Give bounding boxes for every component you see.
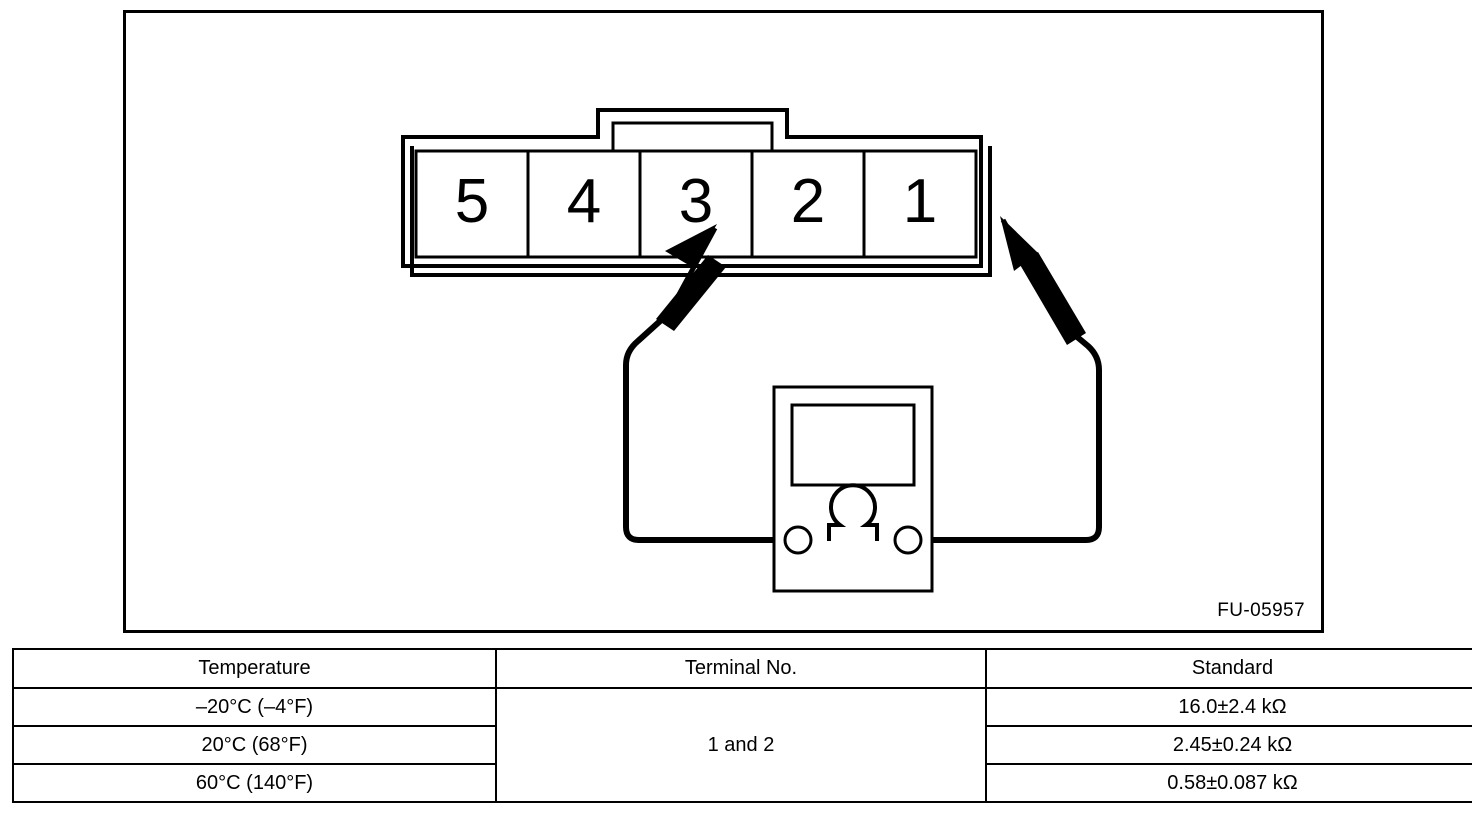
header-temperature: Temperature xyxy=(12,648,497,689)
inspection-diagram xyxy=(401,108,1102,593)
probe-right-body xyxy=(1019,252,1086,345)
terminal-number-3: 3 xyxy=(678,167,714,236)
cell-temperature: 20°C (68°F) xyxy=(12,725,497,765)
probe-right xyxy=(1000,216,1086,345)
cell-standard: 0.58±0.087 kΩ xyxy=(985,763,1472,803)
connector-lock-tab xyxy=(611,121,774,153)
table-row: 20°C (68°F) 2.45±0.24 kΩ xyxy=(12,725,1472,765)
header-terminal-no: Terminal No. xyxy=(495,648,987,689)
probe-left xyxy=(656,224,726,331)
cell-standard: 16.0±2.4 kΩ xyxy=(985,687,1472,727)
test-lead-right xyxy=(913,323,1102,543)
table-row: –20°C (–4°F) 1 and 2 16.0±2.4 kΩ xyxy=(12,687,1472,803)
cell-temperature: 60°C (140°F) xyxy=(12,763,497,803)
meter-jack-right xyxy=(893,525,923,555)
figure-reference-label: FU-05957 xyxy=(1217,600,1305,621)
cell-temperature: –20°C (–4°F) xyxy=(12,687,497,727)
meter-jack-left xyxy=(783,525,813,555)
table-header-row: Temperature Terminal No. Standard xyxy=(12,648,1472,689)
header-standard: Standard xyxy=(985,648,1472,689)
test-lead-left xyxy=(623,310,793,543)
ohmmeter xyxy=(772,385,934,593)
terminal-number-1: 1 xyxy=(902,167,938,236)
terminal-cavities xyxy=(414,149,978,259)
probe-left-body xyxy=(656,255,726,331)
meter-display xyxy=(790,403,916,487)
terminal-number-5: 5 xyxy=(454,167,490,236)
figure-panel: 5 4 3 2 1 FU-05957 xyxy=(123,10,1324,633)
terminal-cavity-5 xyxy=(414,149,530,259)
terminal-number-2: 2 xyxy=(790,167,826,236)
probe-left-tip xyxy=(665,224,717,267)
omega-symbol xyxy=(827,483,879,541)
cell-standard: 2.45±0.24 kΩ xyxy=(985,725,1472,765)
table-row: 60°C (140°F) 0.58±0.087 kΩ xyxy=(12,763,1472,803)
terminal-number-4: 4 xyxy=(566,167,602,236)
terminal-cavity-4 xyxy=(526,149,642,259)
terminal-cavity-1 xyxy=(862,149,978,259)
probe-right-tip xyxy=(1000,216,1038,271)
specification-table: Temperature Terminal No. Standard –20°C … xyxy=(12,648,1472,803)
cell-terminal-no: 1 and 2 xyxy=(495,687,987,803)
